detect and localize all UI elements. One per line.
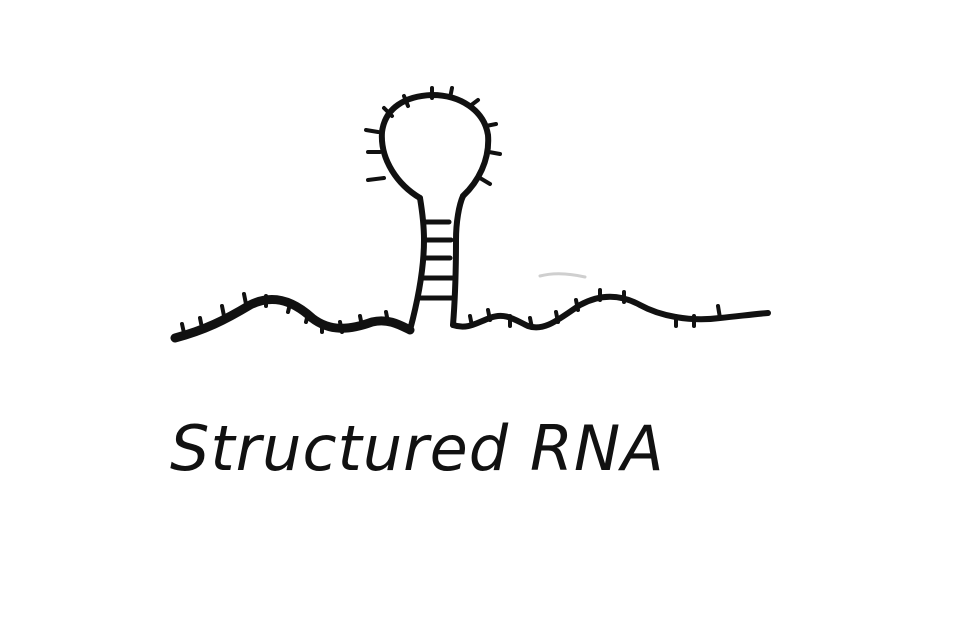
hairpin-loop [378, 92, 492, 201]
loop-tick [478, 176, 492, 186]
diagram-caption: Structured RNA [170, 412, 665, 485]
loop-tick [487, 150, 502, 156]
left-strand-ticks [180, 292, 390, 335]
strand-tick [180, 322, 186, 335]
loop-tick [484, 122, 498, 128]
strand-tick [304, 312, 310, 324]
loop-tick [448, 86, 454, 100]
strand-tick [574, 298, 580, 312]
loop-tick [402, 94, 410, 108]
strand-tick [242, 292, 248, 306]
strand-tick [716, 304, 722, 320]
strand-tick [384, 310, 390, 324]
loop-tick [366, 176, 386, 182]
strand-tick [198, 316, 204, 330]
strand-tick [528, 316, 534, 330]
left-strand [170, 294, 415, 343]
strand-tick [486, 308, 492, 322]
loop-nucleotide-ticks [364, 86, 502, 186]
strand-tick [286, 302, 292, 314]
stem-base-pairs [417, 219, 455, 301]
strand-tick [468, 314, 474, 328]
loop-tick [468, 98, 480, 108]
pencil-smudge [538, 272, 587, 279]
strand-tick [554, 310, 560, 324]
loop-tick [364, 128, 380, 134]
strand-tick [338, 320, 344, 334]
loop-tick [382, 106, 394, 118]
strand-tick [358, 314, 364, 328]
strand-tick [220, 304, 226, 318]
stem-right-rail [450, 193, 466, 328]
stem-left-rail [407, 195, 427, 333]
right-strand-ticks [468, 288, 722, 330]
